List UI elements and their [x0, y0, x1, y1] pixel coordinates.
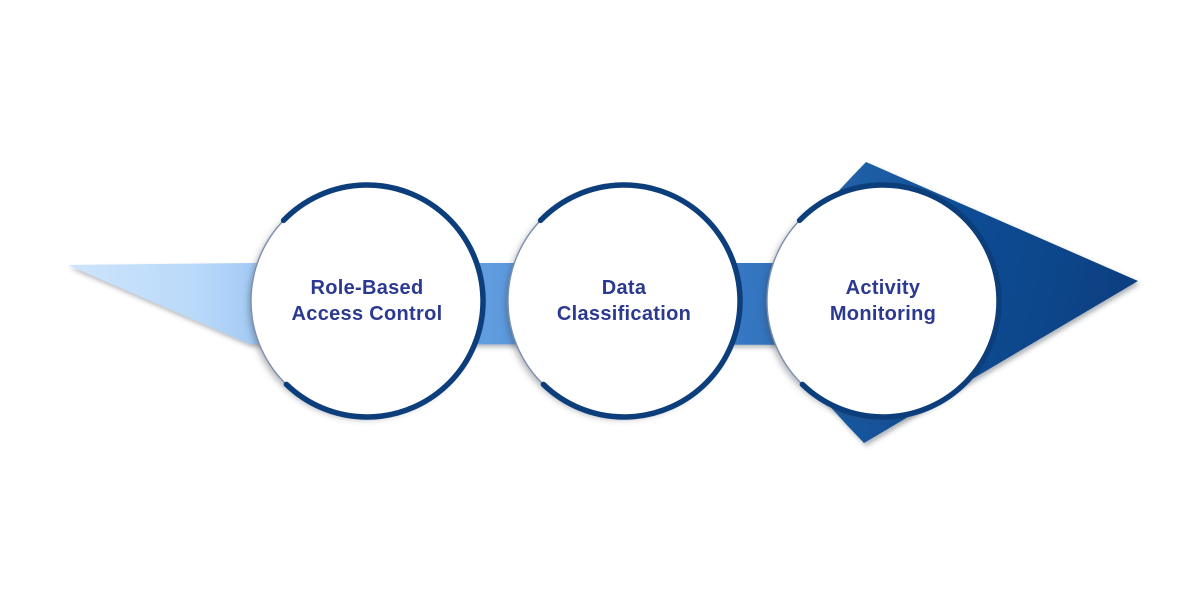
step-2-ring-arc [537, 182, 743, 420]
step-3-circle-bg [767, 185, 999, 417]
step-2-circle [507, 182, 743, 420]
step-1-ring-arc [280, 182, 486, 420]
step-2-circle-bg [508, 185, 740, 417]
step-1-circle-bg [251, 185, 483, 417]
step-3-ring-arc [796, 182, 1002, 420]
step-1-circle [250, 182, 486, 420]
step-3-circle [766, 182, 1002, 420]
